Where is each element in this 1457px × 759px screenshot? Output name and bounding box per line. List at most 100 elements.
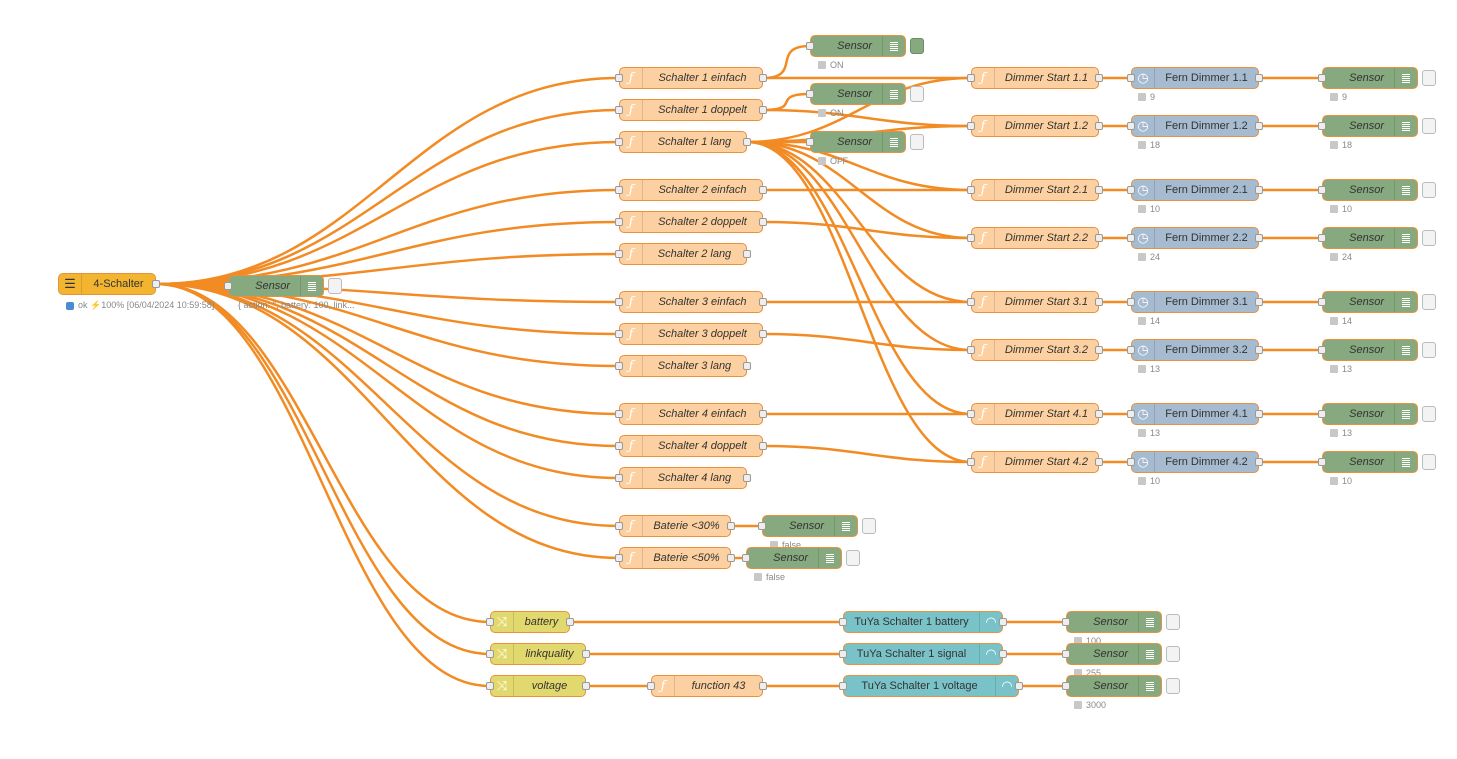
- function-node-dimmer-start-4[interactable]: ƒ Dimmer Start 2.2: [967, 227, 1103, 249]
- input-port[interactable]: [1062, 618, 1070, 626]
- debug-node-switch-3[interactable]: Sensor: [806, 131, 924, 153]
- function-node-43[interactable]: ƒ function 43: [647, 675, 767, 697]
- function-node-dimmer-start-5[interactable]: ƒ Dimmer Start 3.1: [967, 291, 1103, 313]
- input-port[interactable]: [1127, 186, 1135, 194]
- output-port[interactable]: [743, 250, 751, 258]
- debug-toggle[interactable]: [1166, 678, 1180, 694]
- dimmer-node-1[interactable]: ◷ Fern Dimmer 1.1: [1127, 67, 1263, 89]
- output-port[interactable]: [152, 280, 160, 288]
- function-node-dimmer-start-1[interactable]: ƒ Dimmer Start 1.1: [967, 67, 1103, 89]
- debug-node-dimmer-7[interactable]: Sensor: [1318, 403, 1436, 425]
- gauge-node-3[interactable]: TuYa Schalter 1 voltage ◠: [839, 675, 1023, 697]
- function-node-2[interactable]: ƒ Schalter 1 doppelt: [615, 99, 767, 121]
- output-port[interactable]: [1095, 298, 1103, 306]
- output-port[interactable]: [743, 138, 751, 146]
- debug-node-switch-1[interactable]: Sensor: [806, 35, 924, 57]
- input-port[interactable]: [486, 650, 494, 658]
- input-port[interactable]: [967, 346, 975, 354]
- output-port[interactable]: [759, 298, 767, 306]
- input-port[interactable]: [967, 186, 975, 194]
- zigbee-node-4-schalter[interactable]: ☰ 4-Schalter: [58, 273, 160, 295]
- change-node-battery[interactable]: ⤨ battery: [486, 611, 574, 633]
- input-port[interactable]: [967, 298, 975, 306]
- input-port[interactable]: [839, 618, 847, 626]
- debug-node-battery-2[interactable]: Sensor: [742, 547, 860, 569]
- output-port[interactable]: [1095, 122, 1103, 130]
- input-port[interactable]: [967, 410, 975, 418]
- output-port[interactable]: [1255, 74, 1263, 82]
- input-port[interactable]: [224, 282, 232, 290]
- debug-toggle[interactable]: [846, 550, 860, 566]
- input-port[interactable]: [615, 474, 623, 482]
- output-port[interactable]: [1095, 186, 1103, 194]
- debug-node-dimmer-3[interactable]: Sensor: [1318, 179, 1436, 201]
- output-port[interactable]: [1095, 346, 1103, 354]
- debug-toggle[interactable]: [1422, 454, 1436, 470]
- function-node-dimmer-start-6[interactable]: ƒ Dimmer Start 3.2: [967, 339, 1103, 361]
- function-node-6[interactable]: ƒ Schalter 2 lang: [615, 243, 751, 265]
- output-port[interactable]: [743, 474, 751, 482]
- output-port[interactable]: [582, 650, 590, 658]
- input-port[interactable]: [967, 122, 975, 130]
- output-port[interactable]: [759, 186, 767, 194]
- input-port[interactable]: [615, 442, 623, 450]
- change-node-voltage[interactable]: ⤨ voltage: [486, 675, 590, 697]
- debug-toggle[interactable]: [1422, 230, 1436, 246]
- input-port[interactable]: [486, 618, 494, 626]
- function-node-4[interactable]: ƒ Schalter 2 einfach: [615, 179, 767, 201]
- input-port[interactable]: [967, 458, 975, 466]
- input-port[interactable]: [1127, 74, 1135, 82]
- dimmer-node-5[interactable]: ◷ Fern Dimmer 3.1: [1127, 291, 1263, 313]
- dimmer-node-8[interactable]: ◷ Fern Dimmer 4.2: [1127, 451, 1263, 473]
- output-port[interactable]: [1255, 298, 1263, 306]
- input-port[interactable]: [806, 90, 814, 98]
- input-port[interactable]: [742, 554, 750, 562]
- function-node-dimmer-start-7[interactable]: ƒ Dimmer Start 4.1: [967, 403, 1103, 425]
- input-port[interactable]: [615, 554, 623, 562]
- output-port[interactable]: [1095, 234, 1103, 242]
- input-port[interactable]: [615, 522, 623, 530]
- debug-toggle[interactable]: [1422, 70, 1436, 86]
- input-port[interactable]: [615, 298, 623, 306]
- output-port[interactable]: [1255, 186, 1263, 194]
- output-port[interactable]: [1095, 458, 1103, 466]
- function-node-battery-1[interactable]: ƒ Baterie <30%: [615, 515, 735, 537]
- input-port[interactable]: [1127, 122, 1135, 130]
- function-node-5[interactable]: ƒ Schalter 2 doppelt: [615, 211, 767, 233]
- debug-node-switch-2[interactable]: Sensor: [806, 83, 924, 105]
- debug-node-dimmer-4[interactable]: Sensor: [1318, 227, 1436, 249]
- input-port[interactable]: [615, 410, 623, 418]
- debug-node-dimmer-5[interactable]: Sensor: [1318, 291, 1436, 313]
- input-port[interactable]: [615, 330, 623, 338]
- debug-toggle[interactable]: [910, 86, 924, 102]
- debug-toggle[interactable]: [910, 134, 924, 150]
- output-port[interactable]: [1255, 346, 1263, 354]
- function-node-1[interactable]: ƒ Schalter 1 einfach: [615, 67, 767, 89]
- output-port[interactable]: [759, 330, 767, 338]
- function-node-10[interactable]: ƒ Schalter 4 einfach: [615, 403, 767, 425]
- input-port[interactable]: [1318, 186, 1326, 194]
- function-node-dimmer-start-3[interactable]: ƒ Dimmer Start 2.1: [967, 179, 1103, 201]
- dimmer-node-6[interactable]: ◷ Fern Dimmer 3.2: [1127, 339, 1263, 361]
- output-port[interactable]: [727, 522, 735, 530]
- debug-node-battery-1[interactable]: Sensor: [758, 515, 876, 537]
- debug-node-gauge-3[interactable]: Sensor: [1062, 675, 1180, 697]
- dimmer-node-4[interactable]: ◷ Fern Dimmer 2.2: [1127, 227, 1263, 249]
- dimmer-node-7[interactable]: ◷ Fern Dimmer 4.1: [1127, 403, 1263, 425]
- input-port[interactable]: [967, 234, 975, 242]
- debug-toggle[interactable]: [1166, 614, 1180, 630]
- input-port[interactable]: [1062, 650, 1070, 658]
- input-port[interactable]: [806, 42, 814, 50]
- output-port[interactable]: [743, 362, 751, 370]
- input-port[interactable]: [615, 218, 623, 226]
- output-port[interactable]: [759, 74, 767, 82]
- output-port[interactable]: [1095, 74, 1103, 82]
- function-node-11[interactable]: ƒ Schalter 4 doppelt: [615, 435, 767, 457]
- function-node-3[interactable]: ƒ Schalter 1 lang: [615, 131, 751, 153]
- output-port[interactable]: [759, 410, 767, 418]
- input-port[interactable]: [1318, 298, 1326, 306]
- input-port[interactable]: [615, 106, 623, 114]
- input-port[interactable]: [1127, 234, 1135, 242]
- function-node-battery-2[interactable]: ƒ Baterie <50%: [615, 547, 735, 569]
- input-port[interactable]: [1318, 234, 1326, 242]
